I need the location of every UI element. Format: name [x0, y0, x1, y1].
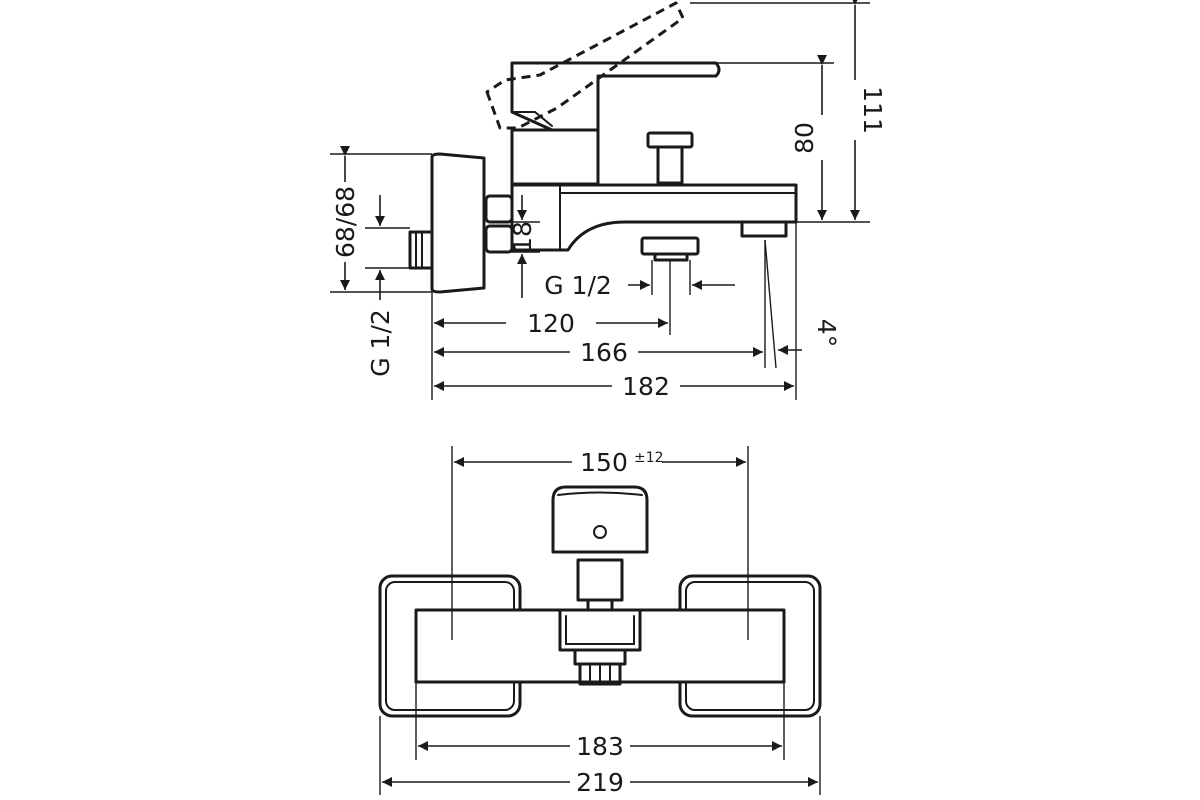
faucet-body	[510, 183, 798, 252]
side-dimension-lines	[340, 0, 860, 391]
top-dimension-lines	[382, 457, 818, 787]
dim-68-68-label: 68/68	[331, 186, 360, 258]
outlet-thread-lines	[589, 663, 611, 685]
extension-lines	[330, 2, 870, 400]
outlet-block-inner	[565, 615, 635, 645]
dim-80-label: 80	[790, 122, 819, 154]
connection-nut-upper	[484, 194, 514, 224]
diverter-stem	[656, 145, 684, 185]
top-view: 150 ±12 183 219	[378, 446, 822, 797]
dim-120-label: 120	[527, 309, 575, 338]
inlet-thread-label: G 1/2	[366, 309, 395, 377]
center-marks	[379, 446, 821, 795]
tolerance-150-label: ±12	[634, 450, 664, 466]
diverter-top-neck	[586, 598, 614, 612]
lever-indicator	[593, 525, 607, 539]
lever-top-view	[551, 485, 649, 554]
hand-shower-thread	[653, 252, 689, 262]
dim-219-label: 219	[576, 768, 624, 797]
diverter-knob	[646, 131, 694, 149]
lever-raised-position	[485, 1, 685, 130]
angle-4-label: 4°	[812, 319, 841, 347]
hand-shower-outlet	[640, 236, 700, 256]
wall-rosette	[430, 152, 486, 294]
dim-182-label: 182	[622, 372, 670, 401]
lever-neck	[511, 111, 553, 127]
cartridge-housing	[510, 128, 600, 186]
diverter-top	[576, 558, 624, 602]
outlet-thread-label: G 1/2	[544, 271, 612, 300]
connection-nut-lower	[484, 224, 514, 254]
dim-111-label: 111	[858, 86, 887, 134]
side-view: 111 80 68/68 18 G 1/2 G 1/2 120 166 4° 1…	[330, 0, 887, 401]
lever-top-edge	[557, 491, 643, 496]
inlet-thread-lines	[415, 231, 423, 269]
dim-18-label: 18	[508, 221, 537, 253]
dim-183-label: 183	[576, 732, 624, 761]
dim-150-label: 150	[580, 448, 628, 477]
spout-outlet	[740, 220, 788, 238]
dim-166-label: 166	[580, 338, 628, 367]
